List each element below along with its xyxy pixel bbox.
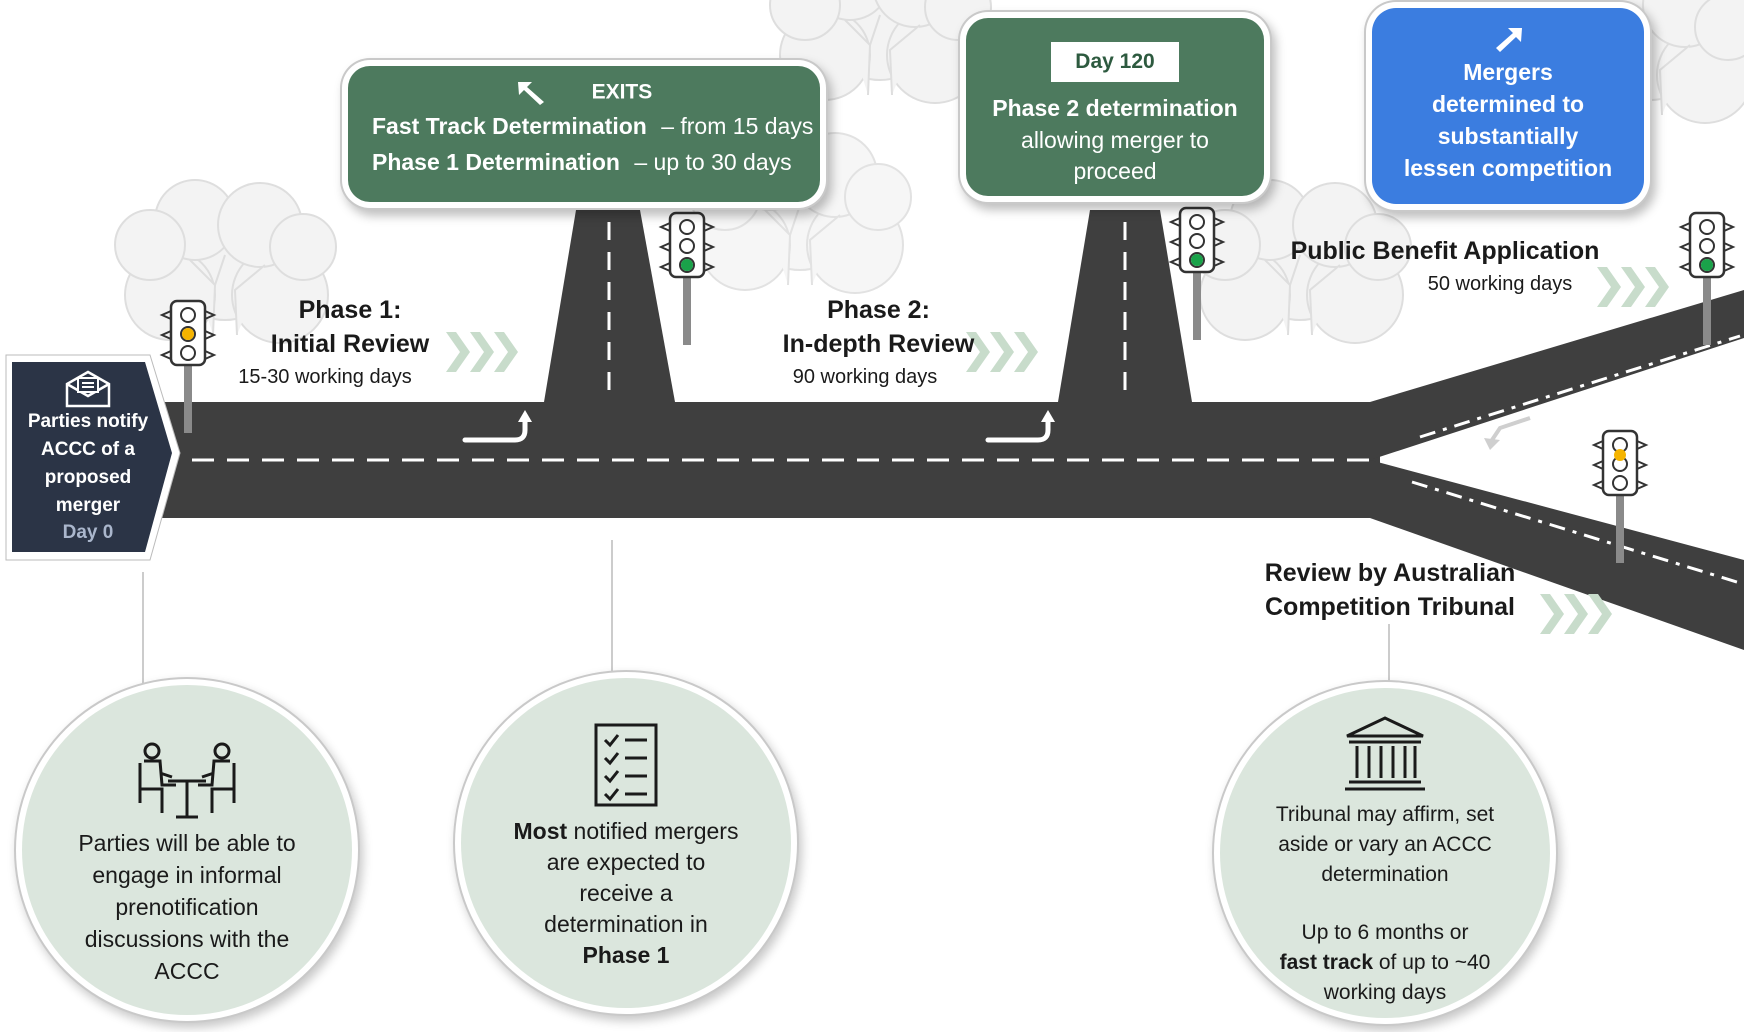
phase1-title: Phase 1: Initial Review: [230, 293, 470, 361]
arrow-up-right-icon: [1496, 28, 1522, 52]
tribunal-line-3: determination: [1321, 863, 1449, 886]
turn-arrow-2: [985, 415, 1051, 443]
start-line-1: Parties notify: [27, 411, 149, 432]
tribunal-line-1: Tribunal may affirm, set: [1275, 803, 1495, 826]
start-line-4: merger: [55, 495, 121, 516]
courthouse-icon: [1345, 716, 1425, 791]
tribunal-line-6: working days: [1323, 981, 1447, 1004]
start-day: Day 0: [62, 522, 114, 543]
tribunal-line-2: aside or vary an ACCC: [1278, 833, 1492, 856]
day120-line-1: Phase 2 determination: [992, 95, 1238, 121]
info-circle-prenotification: Parties will be able to engage in inform…: [22, 685, 352, 1015]
public-benefit-duration: 50 working days: [1427, 273, 1573, 295]
blue-line-2: determined to: [1431, 91, 1585, 117]
info-circle-tribunal: Tribunal may affirm, set aside or vary a…: [1220, 688, 1550, 1018]
exits-fast-track-days: – from 15 days: [661, 113, 814, 139]
phase1-circle-line-3: receive a: [579, 880, 673, 906]
day120-line-3: proceed: [1073, 158, 1157, 184]
start-line-2: ACCC of a: [41, 439, 135, 460]
public-benefit-title: Public Benefit Application: [1290, 237, 1600, 265]
phase1-title-line1: Phase 1:: [298, 296, 402, 324]
prenotification-line-1: Parties will be able to: [78, 830, 296, 856]
prenotification-line-2: engage in informal: [92, 862, 282, 888]
exits-heading: EXITS: [591, 80, 653, 104]
info-circle-phase1: Most notified mergers are expected to re…: [461, 678, 791, 1008]
phase1-circle-line-1: notified mergers: [567, 818, 739, 844]
blue-line-1: Mergers: [1463, 59, 1553, 85]
phase1-circle-line-2: are expected to: [546, 849, 706, 875]
exits-fast-track: Fast Track Determination: [372, 113, 647, 139]
checklist-icon: [594, 723, 658, 807]
start-sign: Parties notify ACCC of a proposed merger…: [12, 362, 164, 552]
phase2-duration: 90 working days: [792, 366, 938, 388]
prenotification-line-3: prenotification: [115, 894, 259, 920]
phase2-title-line1: Phase 2:: [827, 296, 930, 324]
phase1-circle-line-4: determination in: [544, 911, 708, 937]
phase1-title-line2: Initial Review: [270, 330, 430, 358]
day120-line-2: allowing merger to: [1021, 127, 1209, 153]
blue-sign: Mergers determined to substantially less…: [1372, 8, 1644, 204]
traffic-lights: [160, 206, 1735, 565]
phase1-circle-most: Most: [513, 818, 568, 844]
exit-ramp-phase1: [544, 210, 675, 402]
exits-phase1: Phase 1 Determination: [372, 149, 620, 175]
day120-sign: Day 120 Phase 2 determination allowing m…: [966, 18, 1264, 196]
start-line-3: proposed: [44, 467, 132, 488]
tribunal-fast-track: fast track: [1279, 951, 1374, 974]
merge-arrow: [1490, 416, 1531, 442]
meeting-icon: [138, 742, 236, 819]
phase2-title-line2: In-depth Review: [782, 330, 975, 358]
phase2-title: Phase 2: In-depth Review: [746, 293, 1011, 361]
phase1-duration: 15-30 working days: [238, 366, 412, 388]
exits-sign: EXITS Fast Track Determination – from 15…: [348, 66, 820, 202]
arrow-up-left-icon: [517, 82, 544, 105]
blue-line-3: substantially: [1437, 123, 1579, 149]
tribunal-review-line1: Review by Australian: [1264, 559, 1516, 587]
tribunal-line-5: of up to ~40: [1373, 951, 1491, 974]
tribunal-review-line2: Competition Tribunal: [1265, 593, 1515, 621]
prenotification-line-5: ACCC: [154, 958, 220, 984]
prenotification-line-4: discussions with the: [84, 926, 290, 952]
exit-ramp-phase2: [1058, 210, 1192, 402]
start-sign-shape: [12, 362, 172, 552]
turn-arrow-1: [462, 415, 528, 443]
tribunal-review-title: Review by Australian Competition Tribuna…: [1240, 556, 1540, 624]
blue-line-4: lessen competition: [1403, 155, 1613, 181]
exits-phase1-days: – up to 30 days: [634, 149, 792, 175]
envelope-icon: [65, 370, 111, 408]
phase1-circle-line-5: Phase 1: [582, 942, 670, 968]
day120-badge: Day 120: [1051, 42, 1179, 82]
tribunal-line-4: Up to 6 months or: [1301, 921, 1469, 944]
